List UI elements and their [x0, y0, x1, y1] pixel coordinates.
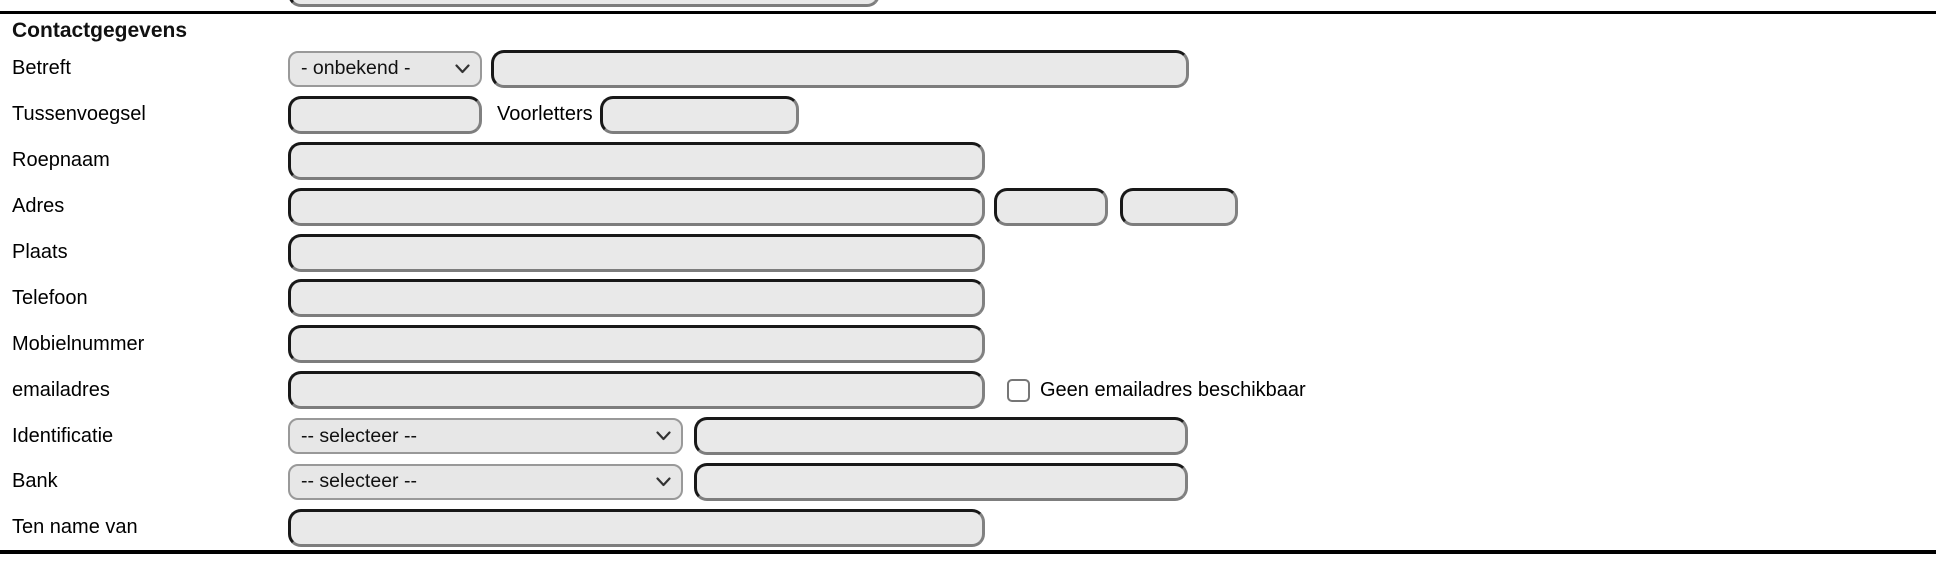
contact-form: Betreft - onbekend - Tussenvoegsel Voorl…	[0, 46, 1936, 551]
previous-section-partial-input[interactable]	[288, 0, 880, 7]
mobielnummer-row: Mobielnummer	[0, 321, 1936, 367]
plaats-label: Plaats	[12, 241, 68, 263]
chevron-down-icon	[656, 431, 671, 441]
voorletters-label: Voorletters	[497, 103, 593, 126]
adres-input[interactable]	[288, 187, 985, 226]
bank-label: Bank	[12, 470, 58, 493]
identificatie-row: Identificatie -- selecteer --	[0, 413, 1936, 459]
betreft-select[interactable]: - onbekend -	[288, 50, 482, 87]
tussenvoegsel-label: Tussenvoegsel	[12, 103, 146, 126]
betreft-label: Betreft	[12, 57, 71, 80]
mobielnummer-input[interactable]	[288, 325, 985, 364]
identificatie-select-value: -- selecteer --	[301, 424, 417, 447]
section-divider-bottom	[0, 550, 1936, 554]
plaats-row: Plaats	[0, 230, 1936, 276]
bank-row: Bank -- selecteer --	[0, 459, 1936, 505]
geen-emailadres-checkbox[interactable]	[1007, 378, 1030, 402]
emailadres-row: emailadres Geen emailadres beschikbaar	[0, 367, 1936, 413]
betreft-row: Betreft - onbekend -	[0, 46, 1936, 92]
roepnaam-label: Roepnaam	[12, 149, 110, 172]
adres-extra-input-1[interactable]	[994, 187, 1108, 226]
tussenvoegsel-input[interactable]	[288, 95, 482, 134]
identificatie-input[interactable]	[694, 417, 1188, 456]
adres-label: Adres	[12, 195, 65, 218]
chevron-down-icon	[656, 477, 671, 487]
chevron-down-icon	[455, 64, 470, 74]
roepnaam-row: Roepnaam	[0, 138, 1936, 184]
roepnaam-input[interactable]	[288, 141, 985, 180]
telefoon-label: Telefoon	[12, 286, 88, 309]
ten-name-van-label: Ten name van	[12, 516, 138, 539]
tussenvoegsel-row: Tussenvoegsel Voorletters	[0, 92, 1936, 138]
betreft-input[interactable]	[491, 49, 1189, 88]
bank-select-value: -- selecteer --	[301, 470, 417, 493]
bank-select[interactable]: -- selecteer --	[288, 463, 683, 500]
emailadres-label: emailadres	[12, 378, 110, 401]
section-divider-top	[0, 11, 1936, 14]
mobielnummer-label: Mobielnummer	[12, 332, 145, 355]
emailadres-input[interactable]	[288, 371, 985, 410]
adres-extra-input-2[interactable]	[1120, 187, 1238, 226]
identificatie-label: Identificatie	[12, 424, 114, 447]
betreft-select-value: - onbekend -	[301, 57, 411, 80]
adres-row: Adres	[0, 184, 1936, 230]
ten-name-van-input[interactable]	[288, 508, 985, 547]
section-heading: Contactgegevens	[12, 19, 188, 42]
bank-input[interactable]	[694, 462, 1188, 501]
identificatie-select[interactable]: -- selecteer --	[288, 418, 683, 455]
telefoon-row: Telefoon	[0, 275, 1936, 321]
telefoon-input[interactable]	[288, 279, 985, 318]
geen-emailadres-checkbox-label: Geen emailadres beschikbaar	[1040, 378, 1306, 401]
plaats-input[interactable]	[288, 233, 985, 272]
ten-name-van-row: Ten name van	[0, 505, 1936, 551]
voorletters-input[interactable]	[599, 95, 799, 134]
